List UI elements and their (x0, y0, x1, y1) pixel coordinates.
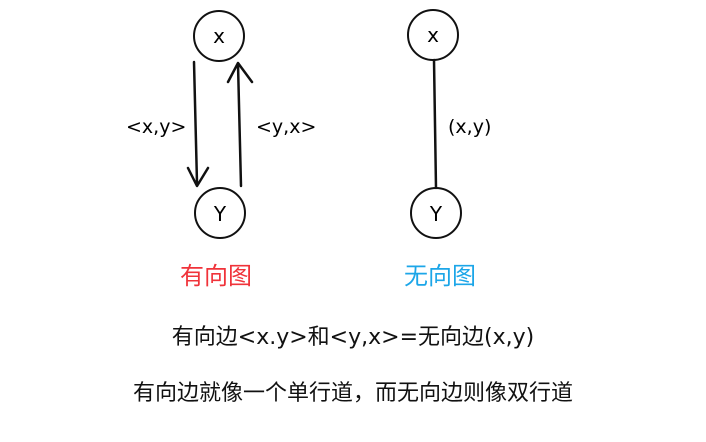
edge-x-to-y-arrow (186, 60, 210, 188)
directed-graph-caption: 有向图 (180, 262, 252, 290)
directed-node-y-label: Y (213, 202, 227, 226)
directed-node-x (193, 10, 245, 62)
edge-y-to-x-arrow (226, 61, 254, 188)
undirected-node-x-label: x (427, 23, 439, 47)
undirected-edge-label: (x,y) (448, 116, 491, 138)
undirected-graph-caption: 无向图 (404, 262, 476, 290)
directed-node-y (194, 187, 246, 239)
equivalence-note: 有向边<x.y>和<y,x>=无向边(x,y) (171, 325, 535, 350)
directed-node-x-label: x (213, 24, 225, 48)
edge-x-to-y-label: <x,y> (126, 116, 186, 138)
undirected-node-y-label: Y (429, 202, 443, 226)
analogy-note: 有向边就像一个单行道，而无向边则像双行道 (132, 381, 573, 406)
undirected-edge (432, 58, 438, 190)
undirected-graph: x Y (x,y) (407, 9, 491, 239)
edge-y-to-x-label: <y,x> (256, 116, 316, 138)
directed-graph: x Y <x,y> <y,x> (126, 10, 316, 239)
